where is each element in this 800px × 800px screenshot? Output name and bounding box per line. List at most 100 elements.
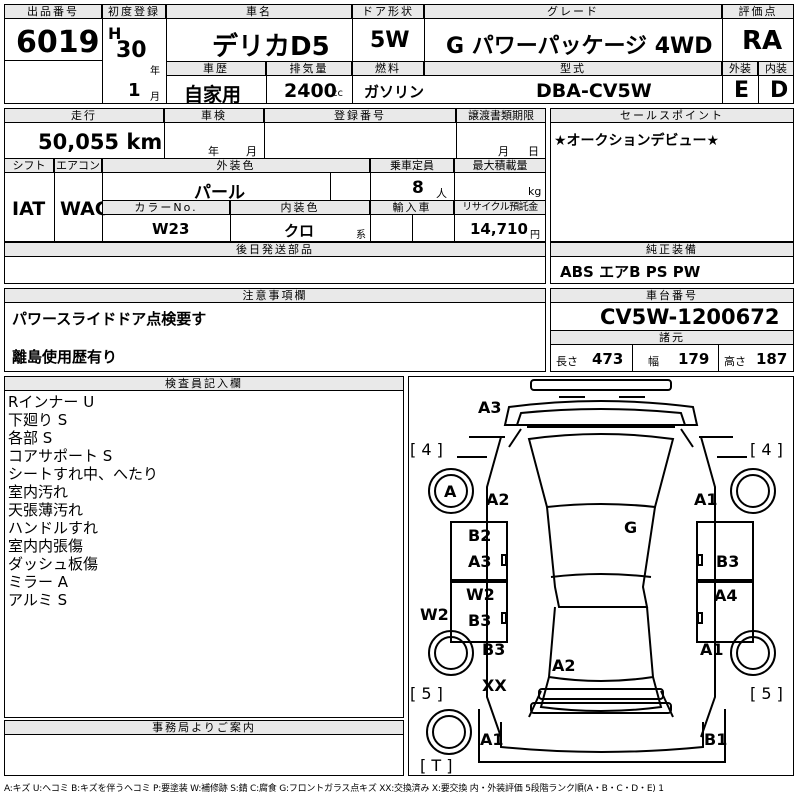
mark-w2-left-side: W2 — [420, 605, 449, 624]
mark-a4-right-rear: A4 — [714, 586, 738, 605]
recycle-fee: 14,710 — [470, 220, 528, 238]
mark-b3-right: B3 — [716, 552, 740, 571]
color-no: W23 — [152, 220, 190, 238]
equipment: ABS エアB PS PW — [560, 263, 701, 281]
ac-label: エアコン — [54, 158, 102, 173]
month-unit: 月 — [150, 92, 160, 103]
mark-a1-right-front: A1 — [694, 490, 718, 509]
height-label: 高さ — [724, 355, 746, 368]
mark-a-left-wheel: A — [444, 482, 457, 501]
mark-b3-left-lower: B3 — [482, 640, 506, 659]
bracket-front-left: [ 4 ] — [410, 440, 443, 459]
notes-label: 注意事項欄 — [4, 288, 546, 303]
lot-number: 6019 — [16, 25, 100, 60]
chassis-label: 車台番号 — [550, 288, 794, 303]
transfer-day-unit: 日 — [528, 145, 539, 158]
length: 473 — [592, 350, 624, 368]
height: 187 — [756, 350, 788, 368]
reg-month: 1 — [128, 80, 141, 101]
mark-a3-left: A3 — [468, 552, 492, 571]
ac: WAC — [60, 198, 109, 220]
seats: 8 — [412, 178, 424, 198]
grade-label: グレード — [424, 4, 722, 19]
damage-legend: A:キズ U:ヘコミ B:キズを伴うヘコミ P:要塗装 W:補修跡 S:錆 C:… — [4, 784, 664, 794]
inspection-label: 車検 — [164, 108, 264, 123]
load-label: 最大積載量 — [454, 158, 546, 173]
info-block — [4, 108, 546, 242]
mark-b3-left-rear: B3 — [468, 611, 492, 630]
color-no-label: カラーNo. — [102, 200, 230, 215]
chassis-number: CV5W-1200672 — [600, 305, 780, 329]
dims-label: 諸元 — [550, 330, 794, 345]
displacement-label: 排気量 — [266, 61, 352, 76]
mark-a2-left-front: A2 — [486, 490, 510, 509]
note-2: 離島使用歴有り — [12, 348, 118, 366]
exterior-color: パール — [194, 183, 245, 203]
score: RA — [742, 26, 783, 56]
inspector-item: 下廻り S — [8, 411, 68, 429]
bracket-rear-right: [ 5 ] — [750, 684, 783, 703]
color-label: 外装色 — [102, 158, 370, 173]
bracket-trunk: [ T ] — [420, 756, 453, 775]
equipment-label: 純正装備 — [550, 242, 794, 257]
fuel-label: 燃料 — [352, 61, 424, 76]
mark-g-windshield: G — [624, 518, 638, 537]
grade: G パワーパッケージ 4WD — [446, 34, 713, 59]
mark-a2-rear: A2 — [552, 656, 576, 675]
sales-label: セールスポイント — [550, 108, 794, 123]
seats-label: 乗車定員 — [370, 158, 454, 173]
lot-label: 出品番号 — [4, 4, 102, 19]
mark-b1-rear-right: B1 — [704, 730, 728, 749]
door-label: ドア形状 — [352, 4, 424, 19]
width-label: 幅 — [648, 355, 659, 368]
model-name: デリカD5 — [212, 32, 330, 62]
inspector-item: アルミ S — [8, 591, 68, 609]
mark-a1-rear-left: A1 — [480, 730, 504, 749]
inspector-item: シートすれ中、へたり — [8, 465, 159, 483]
era: H — [108, 24, 122, 43]
model-type: DBA-CV5W — [536, 80, 652, 102]
inspector-list: Rインナー U 下廻り S 各部 S コアサポート S シートすれ中、へたり 室… — [8, 393, 158, 609]
int-color-label: 内装色 — [230, 200, 370, 215]
inspector-item: ミラー A — [8, 573, 69, 591]
shift: IAT — [12, 198, 46, 220]
inspector-item: 室内内張傷 — [8, 537, 84, 555]
shift-label: シフト — [4, 158, 54, 173]
mark-a1-right-rear: A1 — [700, 640, 724, 659]
inspector-label: 検査員記入欄 — [4, 376, 404, 391]
later-parts-label: 後日発送部品 — [4, 242, 546, 257]
damage-diagram — [408, 376, 794, 776]
sales-point-box — [550, 108, 794, 242]
inspector-item: Rインナー U — [8, 393, 95, 411]
inspector-item: 天張薄汚れ — [8, 501, 84, 519]
yen-unit: 円 — [530, 230, 540, 241]
displacement: 2400 — [284, 80, 337, 102]
length-label: 長さ — [556, 355, 578, 368]
inspector-box — [4, 376, 404, 718]
reg-no-label: 登録番号 — [264, 108, 456, 123]
interior-score: D — [770, 78, 789, 103]
inspection-month-unit: 月 — [246, 145, 257, 158]
fuel: ガソリン — [364, 83, 425, 101]
mileage: 50,055 km — [38, 130, 163, 154]
cc-unit: cc — [332, 88, 343, 99]
sales-point: ★オークションデビュー★ — [554, 133, 720, 149]
int-color-unit: 系 — [356, 230, 366, 241]
interior-label: 内装 — [758, 61, 794, 76]
bracket-front-right: [ 4 ] — [750, 440, 783, 459]
inspector-item: ダッシュ板傷 — [8, 555, 99, 573]
year-unit: 年 — [150, 66, 160, 77]
exterior-score: E — [734, 78, 750, 103]
seats-unit: 人 — [436, 187, 447, 200]
load-unit: kg — [528, 185, 542, 198]
transfer-month-unit: 月 — [498, 145, 509, 158]
reg-year: 30 — [116, 38, 147, 63]
recycle-label: リサイクル預託金 — [454, 200, 546, 215]
history-label: 車歴 — [166, 61, 266, 76]
office-label: 事務局よりご案内 — [4, 720, 404, 735]
header-block — [4, 4, 794, 104]
type-label: 型式 — [424, 61, 722, 76]
history: 自家用 — [184, 84, 242, 106]
mileage-label: 走行 — [4, 108, 164, 123]
mark-w2-left-rear-door: W2 — [466, 585, 495, 604]
